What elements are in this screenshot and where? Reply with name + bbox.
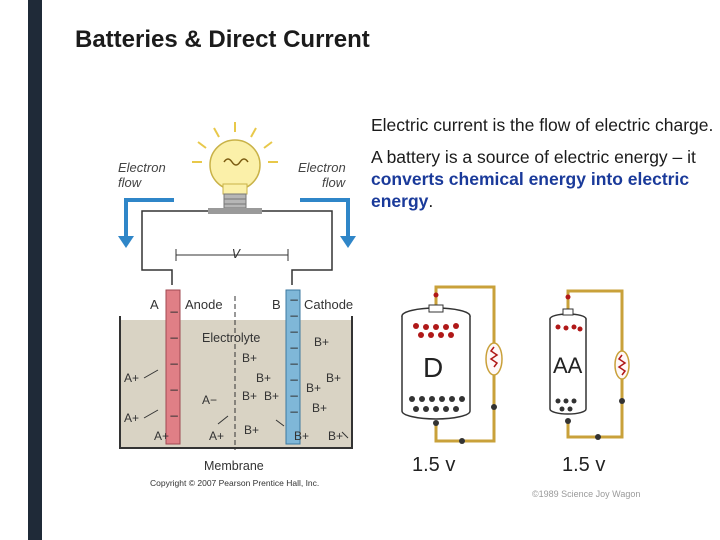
battery-cell-diagram: V Electron flow Electron flow − − − − − − − −… — [114, 120, 360, 494]
voltage-label: V — [232, 247, 241, 261]
electron-flow-right-arrow — [300, 198, 350, 238]
paragraph-current-definition: Electric current is the flow of electric… — [371, 115, 714, 135]
aa-battery-label: AA — [553, 353, 583, 378]
svg-text:B+: B+ — [242, 389, 257, 403]
electrolyte-label: Electrolyte — [202, 331, 260, 345]
svg-text:−: − — [169, 409, 179, 423]
svg-text:B+: B+ — [256, 371, 271, 385]
aa-battery-voltage: 1.5 v — [562, 454, 605, 476]
anode-letter: A — [150, 297, 159, 312]
cathode-electrode — [285, 289, 301, 445]
aa-circuit-resistor-icon — [614, 350, 630, 380]
cathode-label: Cathode — [304, 297, 353, 312]
electron-flow-left-label-2: flow — [118, 175, 143, 190]
svg-text:−: − — [289, 325, 299, 339]
electron-flow-right-label-1: Electron — [298, 160, 346, 175]
svg-text:A+: A+ — [124, 371, 139, 385]
svg-text:B+: B+ — [244, 423, 259, 437]
d-battery-voltage: 1.5 v — [412, 454, 455, 476]
svg-text:−: − — [289, 357, 299, 371]
svg-text:−: − — [169, 305, 179, 319]
membrane-label: Membrane — [204, 459, 264, 473]
svg-text:B+: B+ — [326, 371, 341, 385]
svg-text:B+: B+ — [294, 429, 309, 443]
svg-text:A+: A+ — [209, 429, 224, 443]
svg-text:B+: B+ — [306, 381, 321, 395]
d-battery: D — [401, 304, 471, 420]
electron-flow-right-label-2: flow — [322, 175, 347, 190]
slide-accent-bar — [28, 0, 42, 540]
electrolyte-solution — [120, 320, 352, 448]
svg-text:B+: B+ — [314, 335, 329, 349]
svg-text:−: − — [289, 373, 299, 387]
svg-text:−: − — [289, 293, 299, 307]
svg-text:−: − — [169, 357, 179, 371]
slide-body-text: Electric current is the flow of electric… — [371, 114, 717, 222]
svg-text:B+: B+ — [312, 401, 327, 415]
svg-text:−: − — [289, 405, 299, 419]
svg-text:−: − — [289, 341, 299, 355]
svg-text:B+: B+ — [328, 429, 343, 443]
anode-label: Anode — [185, 297, 223, 312]
svg-text:B+: B+ — [242, 351, 257, 365]
electron-flow-left-label-1: Electron — [118, 160, 166, 175]
batteries-diagram: D AA 1.5 v 1.5 v ©1989 Science Joy Wagon — [376, 271, 666, 501]
figure-copyright: Copyright © 2007 Pearson Prentice Hall, … — [150, 478, 319, 488]
svg-text:−: − — [289, 309, 299, 323]
aa-battery: AA — [549, 308, 587, 415]
svg-text:−: − — [289, 389, 299, 403]
figure-credit: ©1989 Science Joy Wagon — [532, 489, 640, 499]
slide-title: Batteries & Direct Current — [75, 26, 370, 53]
highlight-energy-conversion: converts chemical energy into electric e… — [371, 169, 690, 211]
ions: A+ A+ A+ A+ A− B+ B+ B+ B+ B+ B+ B+ B+ B… — [124, 335, 343, 443]
svg-text:B+: B+ — [264, 389, 279, 403]
svg-text:−: − — [169, 331, 179, 345]
light-bulb-icon — [192, 122, 278, 214]
svg-text:A−: A− — [202, 393, 217, 407]
d-battery-label: D — [423, 352, 443, 383]
anode-electrode — [165, 289, 181, 445]
d-circuit-resistor-icon — [485, 342, 503, 376]
electron-flow-left-arrow — [124, 198, 174, 238]
svg-text:A+: A+ — [154, 429, 169, 443]
cathode-letter: B — [272, 297, 281, 312]
svg-text:−: − — [169, 383, 179, 397]
paragraph-battery-definition: A battery is a source of electric energy… — [371, 147, 696, 211]
svg-text:A+: A+ — [124, 411, 139, 425]
